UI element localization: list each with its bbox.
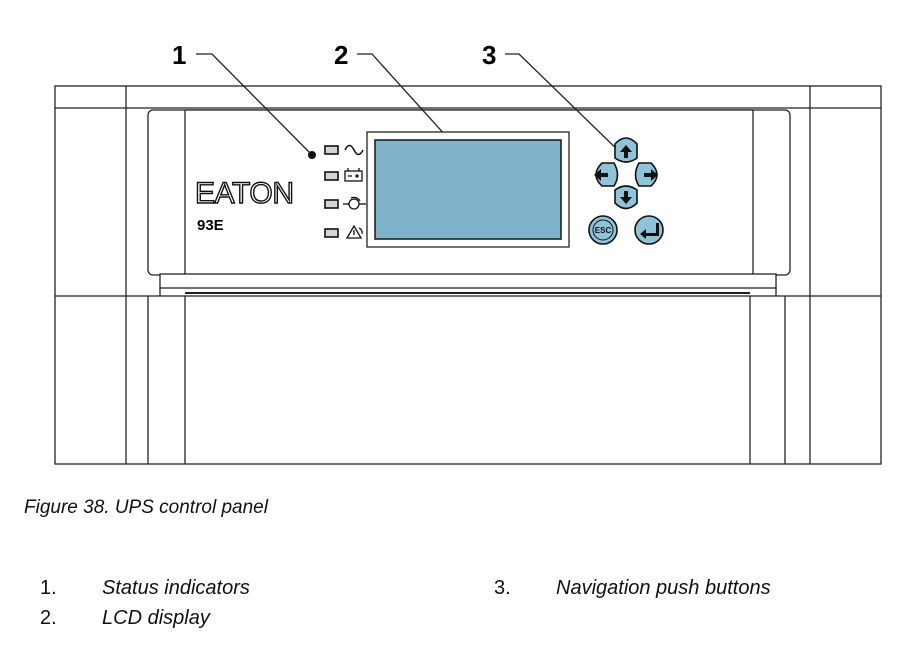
- leader-line-1: [196, 53, 313, 156]
- status-indicators: [324, 144, 366, 239]
- callout-1: 1: [172, 40, 186, 70]
- escape-button-label: ESC: [595, 226, 612, 235]
- enter-button[interactable]: [634, 215, 664, 245]
- eaton-logo: EATON: [195, 177, 295, 210]
- arrow-left-icon: [594, 169, 608, 181]
- legend-number: 2.: [40, 607, 57, 629]
- legend-number: 3.: [494, 577, 511, 599]
- escape-button[interactable]: ESC: [588, 215, 618, 245]
- arrow-down-icon: [620, 191, 632, 204]
- arrow-right-icon: [644, 169, 658, 181]
- bypass-icon: [343, 196, 366, 210]
- ac-sine-icon: [344, 144, 364, 156]
- callout-3: 3: [482, 40, 496, 70]
- ups-control-panel-drawing: 1 2 3 EATON 93E: [54, 40, 882, 465]
- leader-line-3: [505, 53, 627, 159]
- enter-arrow-icon: [640, 223, 659, 239]
- battery-icon: [344, 168, 363, 182]
- model-label: 93E: [197, 217, 224, 234]
- down-button[interactable]: [614, 185, 638, 210]
- lcd-display: [374, 139, 562, 240]
- figure-caption: Figure 38. UPS control panel: [24, 497, 268, 518]
- arrow-up-icon: [620, 145, 632, 158]
- legend-text: LCD display: [102, 607, 210, 629]
- legend-number: 1.: [40, 577, 57, 599]
- leader-line-2: [357, 53, 466, 158]
- callout-2: 2: [334, 40, 348, 70]
- right-button[interactable]: [634, 162, 659, 187]
- alarm-triangle-icon: [345, 224, 363, 239]
- legend-text: Status indicators: [102, 577, 250, 599]
- up-button[interactable]: [614, 137, 638, 163]
- left-button[interactable]: [594, 162, 619, 187]
- led-battery: [324, 171, 339, 181]
- navigation-push-buttons: ESC: [588, 137, 664, 245]
- legend-text: Navigation push buttons: [556, 577, 771, 599]
- led-ac: [324, 145, 339, 155]
- led-bypass: [324, 199, 339, 209]
- led-alarm: [324, 228, 339, 238]
